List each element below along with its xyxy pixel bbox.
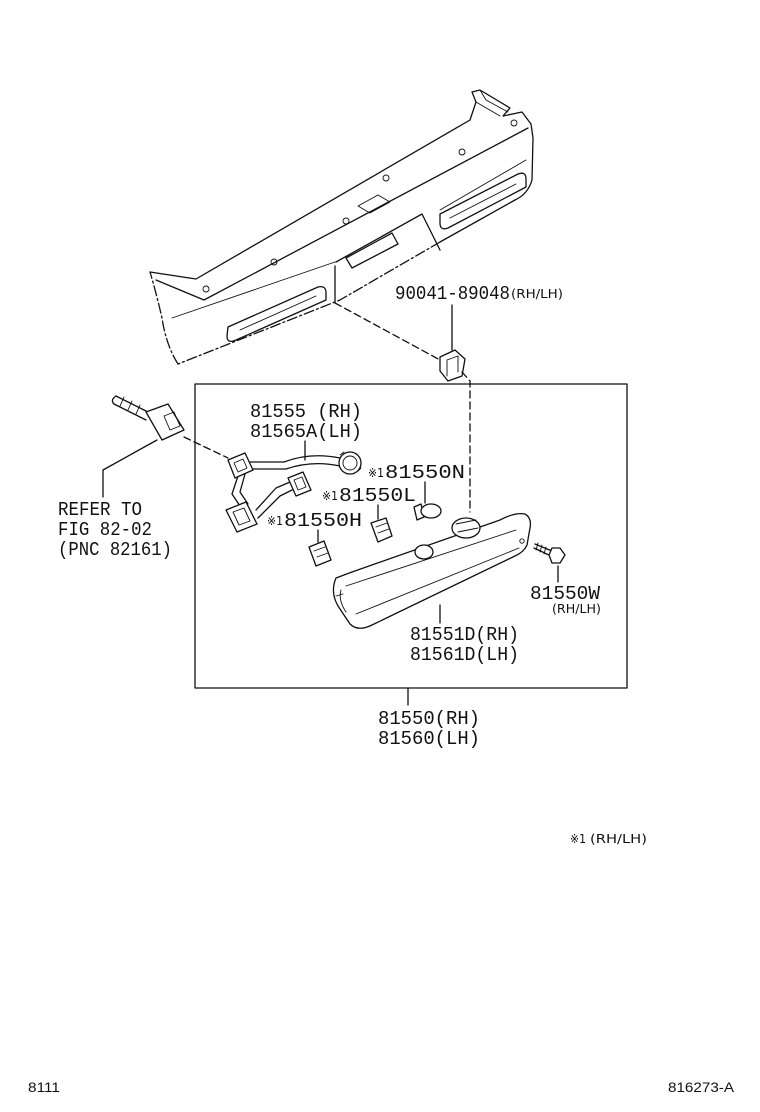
screw-head <box>548 547 566 564</box>
bulb-h-mark: ※1 <box>267 514 283 528</box>
harness-part-number-lh: 81565A(LH) <box>250 421 362 443</box>
bumper-top-edge <box>149 89 532 280</box>
harness-bulb-socket <box>338 451 362 475</box>
bulb-l-part-number: 81550L <box>339 485 416 507</box>
harness-connector-b-face <box>293 476 307 491</box>
bulb-h-wedge <box>308 540 332 567</box>
screw-illustration <box>533 542 566 564</box>
harness-part-number-rh: 81555 (RH) <box>250 401 362 423</box>
lamp-lens-top-line <box>345 529 517 587</box>
screw-side-qualifier: (RH/LH) <box>552 602 601 616</box>
lamp-socket-upper-detail <box>455 519 479 533</box>
bulb-l-wedge <box>370 517 393 543</box>
bulb-h-filament <box>313 546 329 558</box>
lens-part-number-lh: 81561D(LH) <box>410 644 519 666</box>
screw-threads <box>535 542 547 555</box>
bumper-mount-hole <box>342 217 350 225</box>
bulb-l-mark: ※1 <box>322 489 338 503</box>
harness-connector-c-face <box>232 507 251 526</box>
clip-part-number: 90041-89048 <box>395 283 510 305</box>
harness-wire-lower <box>231 473 249 507</box>
lamp-assembly-part-number-lh: 81560(LH) <box>378 728 480 750</box>
lamp-lens-illustration <box>332 512 532 629</box>
bumper-lower-right-edge <box>439 199 516 243</box>
bumper-mount-hole <box>202 285 210 293</box>
clip-detail <box>446 355 459 377</box>
reference-line-1: REFER TO <box>58 499 142 521</box>
bumper-lower-left-edge <box>177 241 441 365</box>
clip-illustration <box>439 349 466 382</box>
bumper-bracket <box>475 89 509 117</box>
bulb-n-glass <box>420 503 442 519</box>
bulb-h-part-number: 81550H <box>284 510 362 532</box>
lamp-lens-end-detail <box>335 589 347 613</box>
lens-part-number-rh: 81551D(RH) <box>410 624 519 646</box>
harness-connector-a <box>227 452 254 479</box>
vehicle-connector-face <box>163 411 181 431</box>
note-mark: ※1 <box>570 832 586 846</box>
vehicle-wire <box>113 395 149 421</box>
bumper-top-crease <box>155 127 529 301</box>
reference-leader-line <box>102 439 158 498</box>
assembly-line-bumper-to-clip <box>334 302 441 361</box>
bulb-n-part-number: 81550N <box>385 462 465 484</box>
reference-line-3: (PNC 82161) <box>58 539 172 561</box>
bumper-mount-hole <box>382 174 390 182</box>
lamp-assembly-part-number-rh: 81550(RH) <box>378 708 480 730</box>
bulb-h-illustration <box>308 540 332 567</box>
harness-bulb-socket-inner <box>342 455 358 471</box>
bumper-left-reflector-slot <box>226 285 327 342</box>
assembly-line-clip-to-lamp <box>461 371 471 513</box>
bumper-left-slot-inner <box>239 295 317 331</box>
note-text: (RH/LH) <box>590 832 647 846</box>
bulb-l-illustration <box>370 517 393 543</box>
bumper-right-reflector-slot <box>439 172 527 230</box>
harness-wire-branch <box>255 481 293 519</box>
bumper-mount-hole <box>458 148 466 156</box>
footer-page-code: 8111 <box>28 1079 60 1095</box>
lamp-mount-hole <box>519 538 525 544</box>
bumper-mount-hole <box>270 258 278 266</box>
footer-figure-id: 816273-A <box>668 1079 735 1095</box>
assembly-line-connector-to-harness <box>183 436 229 459</box>
bumper-license-recess <box>335 213 441 269</box>
harness-connector-b <box>287 471 312 497</box>
vehicle-connector-illustration <box>111 395 185 441</box>
vehicle-wire-end <box>111 395 117 405</box>
reference-line-2: FIG 82-02 <box>58 519 152 541</box>
harness-connector-a-face <box>233 458 248 473</box>
vehicle-wire-bands <box>119 396 141 415</box>
harness-socket-grip <box>339 451 362 472</box>
lamp-socket-lower <box>414 544 434 560</box>
vehicle-connector-body <box>145 403 185 441</box>
bumper-right-slot-inner <box>449 183 517 219</box>
bulb-n-illustration <box>413 503 442 521</box>
lamp-assembly-frame <box>194 383 628 689</box>
clip-side-qualifier: (RH/LH) <box>511 287 563 301</box>
bumper-left-end <box>149 271 179 365</box>
harness-wire-upper <box>249 455 341 470</box>
bumper-mount-hole <box>510 119 518 127</box>
wire-harness-illustration <box>225 451 362 533</box>
harness-connector-c <box>225 501 258 533</box>
lamp-housing-outline <box>332 512 532 629</box>
bumper-front-face-line <box>171 159 527 319</box>
lamp-lens-bottom-line <box>355 547 520 615</box>
bumper-center-tab <box>357 194 391 214</box>
rear-bumper-illustration <box>149 89 534 365</box>
bulb-n-mark: ※1 <box>368 466 384 480</box>
bulb-l-filament <box>375 522 390 534</box>
clip-body <box>439 349 466 382</box>
screw-part-number: 81550W <box>530 583 601 605</box>
bumper-right-end <box>514 123 534 201</box>
